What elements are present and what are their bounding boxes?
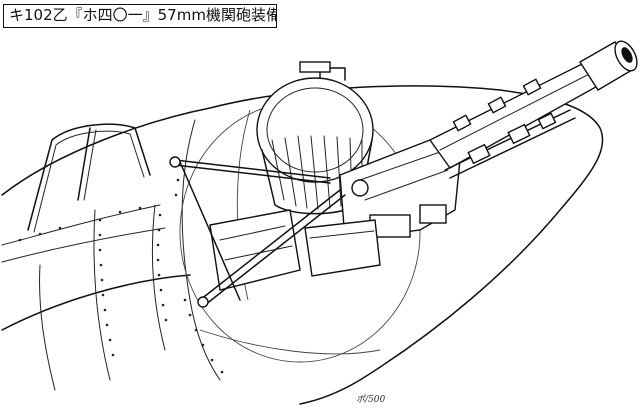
- canopy-frame: [27, 123, 151, 233]
- gun-barrel: [428, 40, 638, 169]
- rivet-rows: [18, 178, 224, 374]
- feed-chute-box: [209, 209, 381, 291]
- diagram-title: キ102乙『ホ四〇一』57mm機関砲装備全体: [3, 4, 277, 28]
- support-struts: [169, 156, 346, 308]
- artist-signature: ポ/500: [356, 395, 386, 405]
- recoil-cylinders: [444, 109, 576, 179]
- fuselage-panel-lines: [1, 204, 166, 391]
